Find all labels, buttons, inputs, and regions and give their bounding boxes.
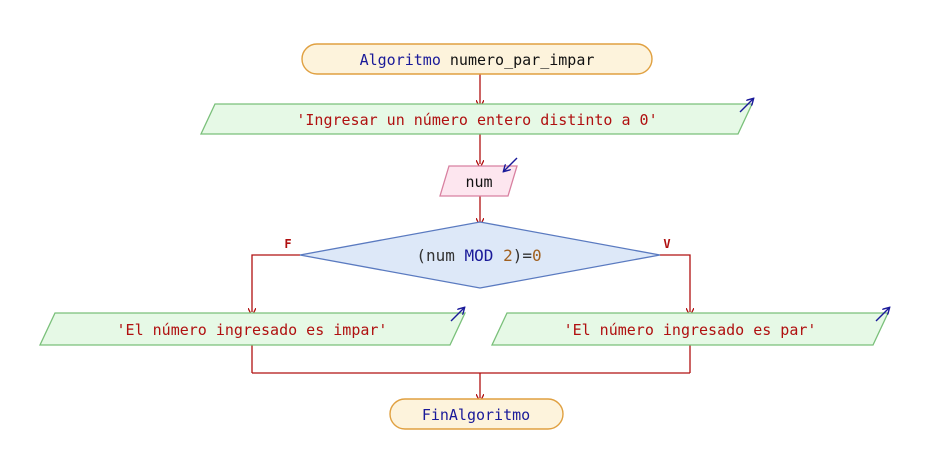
svg-text:(num MOD 2)=0: (num MOD 2)=0	[416, 246, 541, 265]
output-par: 'El número ingresado es par'	[490, 308, 889, 346]
impar-text: 'El número ingresado es impar'	[117, 321, 388, 339]
input-variable: num	[439, 157, 518, 197]
decision-number: 2	[503, 246, 513, 265]
decision-close: )=	[513, 246, 532, 265]
decision-space	[493, 246, 503, 265]
arrow-false-branch	[252, 254, 300, 312]
prompt-text: 'Ingresar un número entero distinto a 0'	[296, 111, 657, 129]
arrow-down-left-icon	[504, 157, 518, 171]
arrow-true-branch	[660, 254, 690, 312]
decision-operator: MOD	[465, 246, 494, 265]
start-keyword: Algoritmo	[360, 51, 441, 69]
decision: (num MOD 2)=0	[299, 221, 661, 289]
input-text: num	[465, 173, 492, 191]
svg-text:Algoritmo numero_par_impar: Algoritmo numero_par_impar	[360, 51, 595, 69]
output-prompt: 'Ingresar un número entero distinto a 0'	[199, 99, 753, 135]
decision-zero: 0	[532, 246, 542, 265]
end-terminator: FinAlgoritmo	[389, 398, 564, 430]
start-terminator: Algoritmo numero_par_impar	[301, 43, 653, 75]
connectors	[252, 74, 690, 398]
true-label: V	[663, 237, 670, 251]
arrow-up-right-icon	[875, 308, 889, 322]
end-keyword: FinAlgoritmo	[422, 406, 530, 424]
false-label: F	[284, 237, 291, 251]
par-text: 'El número ingresado es par'	[564, 321, 817, 339]
arrow-up-right-icon	[450, 308, 464, 322]
output-impar: 'El número ingresado es impar'	[38, 308, 467, 346]
arrow-up-right-icon	[739, 99, 753, 113]
algorithm-name: numero_par_impar	[450, 51, 595, 69]
decision-open: (num	[416, 246, 464, 265]
